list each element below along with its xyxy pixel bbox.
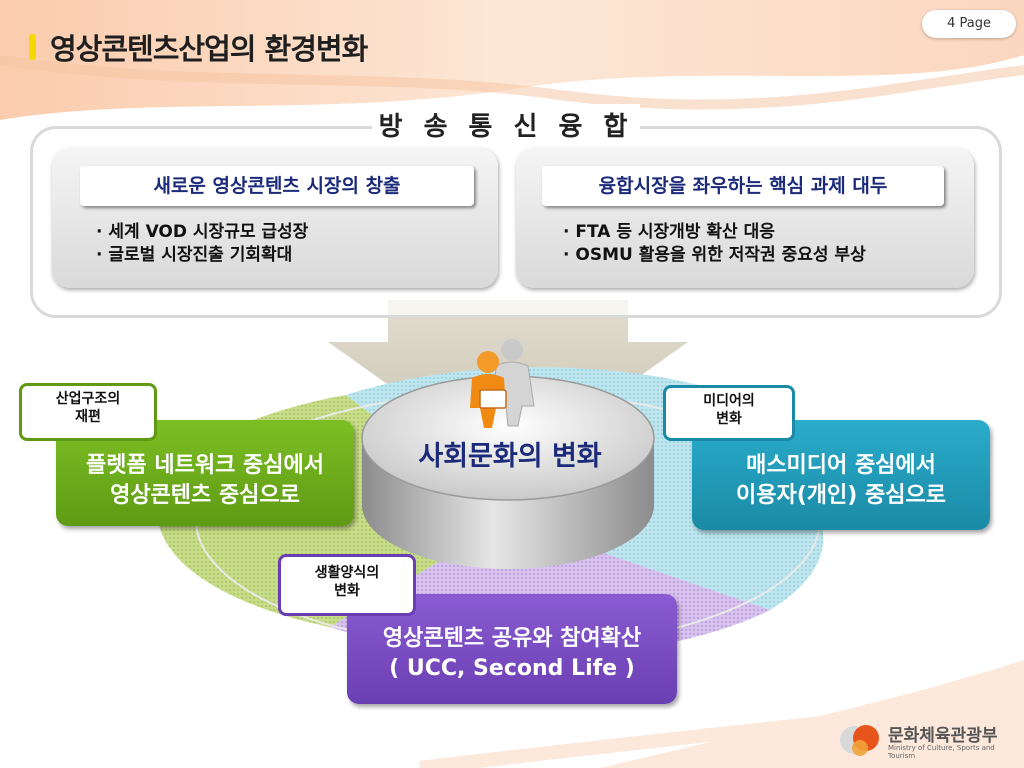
bullet-item: · 세계 VOD 시장규모 급성장 — [96, 222, 309, 242]
bullet-item: · OSMU 활용을 위한 저작권 중요성 부상 — [563, 245, 866, 265]
tag-line: 변화 — [334, 583, 360, 599]
box-line: ( UCC, Second Life ) — [389, 656, 635, 681]
section-title-background — [372, 104, 640, 148]
page-number-badge: 4 Page — [922, 10, 1016, 38]
title-accent-bar — [29, 34, 36, 60]
box-line: 영상콘텐츠 중심으로 — [110, 483, 300, 508]
ministry-name-english: Ministry of Culture, Sports and Tourism — [888, 744, 995, 760]
section-title: 방 송 통 신 융 합 — [378, 112, 634, 142]
people-icon — [470, 339, 535, 428]
panel-header-new-market: 새로운 영상콘텐츠 시장의 창출 — [80, 166, 474, 206]
bullet-item: · 글로벌 시장진출 기회확대 — [96, 245, 293, 265]
tag-line: 변화 — [716, 411, 742, 427]
ministry-logo-icon — [840, 725, 879, 756]
tag-industry: 산업구조의 재편 — [19, 383, 157, 441]
tag-line: 미디어의 — [703, 393, 755, 409]
panel-header-core-issues: 융합시장을 좌우하는 핵심 과제 대두 — [542, 166, 944, 206]
box-line: 영상콘텐츠 공유와 참여확산 — [382, 626, 642, 651]
box-line: 이용자(개인) 중심으로 — [736, 483, 946, 508]
tag-line: 재편 — [75, 409, 101, 425]
center-label: 사회문화의 변화 — [418, 441, 602, 472]
box-line: 매스미디어 중심에서 — [746, 453, 936, 478]
box-line: 플렛폼 네트워크 중심에서 — [86, 453, 324, 478]
tag-line: 산업구조의 — [55, 391, 121, 407]
tag-line: 생활양식의 — [314, 565, 380, 581]
tag-media: 미디어의 변화 — [663, 385, 795, 441]
ministry-name: 문화체육관광부 — [888, 726, 998, 746]
tag-lifestyle: 생활양식의 변화 — [278, 554, 416, 616]
bullet-item: · FTA 등 시장개방 확산 대응 — [563, 222, 775, 242]
page-title: 영상콘텐츠산업의 환경변화 — [50, 32, 368, 66]
